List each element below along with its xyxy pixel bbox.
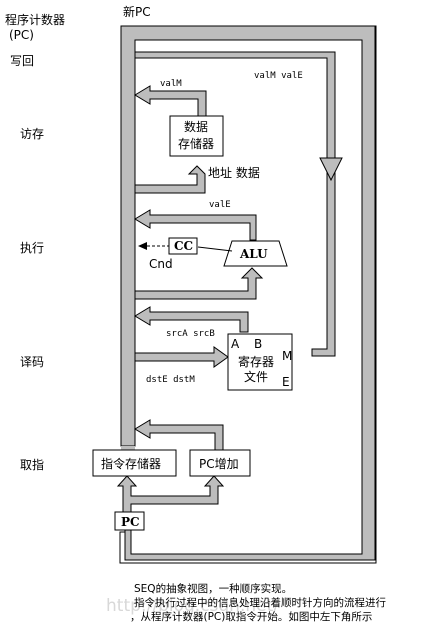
vale-path [134,209,257,241]
caption-line-1: SEQ的抽象视图，一种顺序实现。 [134,582,292,595]
alu-block [223,240,288,267]
register-file-block [227,333,293,391]
stage-label-pc-register: 程序计数器 [5,12,65,27]
alu-input-path [134,267,264,300]
regfile-port-a: A [231,337,240,351]
pc-register-label: PC [121,515,140,529]
data-memory-block [169,115,224,157]
result-bus [134,51,343,357]
pc-increment-block [189,449,251,477]
stage-label-fetch: 取指 [20,457,44,472]
pc-increment-label: PC增加 [199,457,239,471]
cc-label: CC [174,239,193,253]
regfile-port-e: E [282,375,290,389]
cnd-arrowhead [138,242,147,250]
stage-label-writeback: 写回 [10,54,34,68]
pc-register-block [114,511,145,531]
instruction-memory-label: 指令存储器 [101,456,161,471]
fetch-feed-path [116,446,225,513]
memory-input-path [134,165,206,194]
valm-label: valM [160,79,182,89]
dste-dstm-label: dstE dstM [146,375,195,385]
srca-srcb-path [134,306,249,333]
caption-line-3: ，从程序计数器(PC)取指令开始。如图中左下角所示 [130,610,372,623]
alu-label: ALU [239,247,268,261]
address-data-label: 地址 数据 [208,165,260,180]
stage-label-pc-abbr: (PC) [9,28,34,42]
stage-label-decode: 译码 [20,355,44,369]
watermark: http://blog.csdn.net/ [106,596,279,616]
caption-line-2: 指令执行过程中的信息处理沿着顺时针方向的流程进行 [134,596,386,609]
data-memory-label-1: 数据 [184,119,208,134]
stage-label-execute: 执行 [20,241,44,255]
stage-label-memory: 访存 [20,127,44,141]
alu-to-cc-line [197,246,233,252]
new-pc-label: 新PC [123,4,151,19]
valm-vale-label: valM valE [254,71,303,81]
dste-dstm-path [134,346,229,368]
regfile-label-2: 文件 [244,369,268,384]
pc-increment-out-path [134,419,224,451]
srca-srcb-label: srcA srcB [166,329,215,339]
data-memory-label-2: 存储器 [178,136,214,151]
cnd-label: Cnd [149,257,173,271]
regfile-port-b: B [254,337,262,351]
regfile-port-m: M [282,349,292,363]
instruction-memory-block [92,449,177,477]
vale-label: valE [209,200,231,210]
regfile-label-1: 寄存器 [238,354,274,369]
